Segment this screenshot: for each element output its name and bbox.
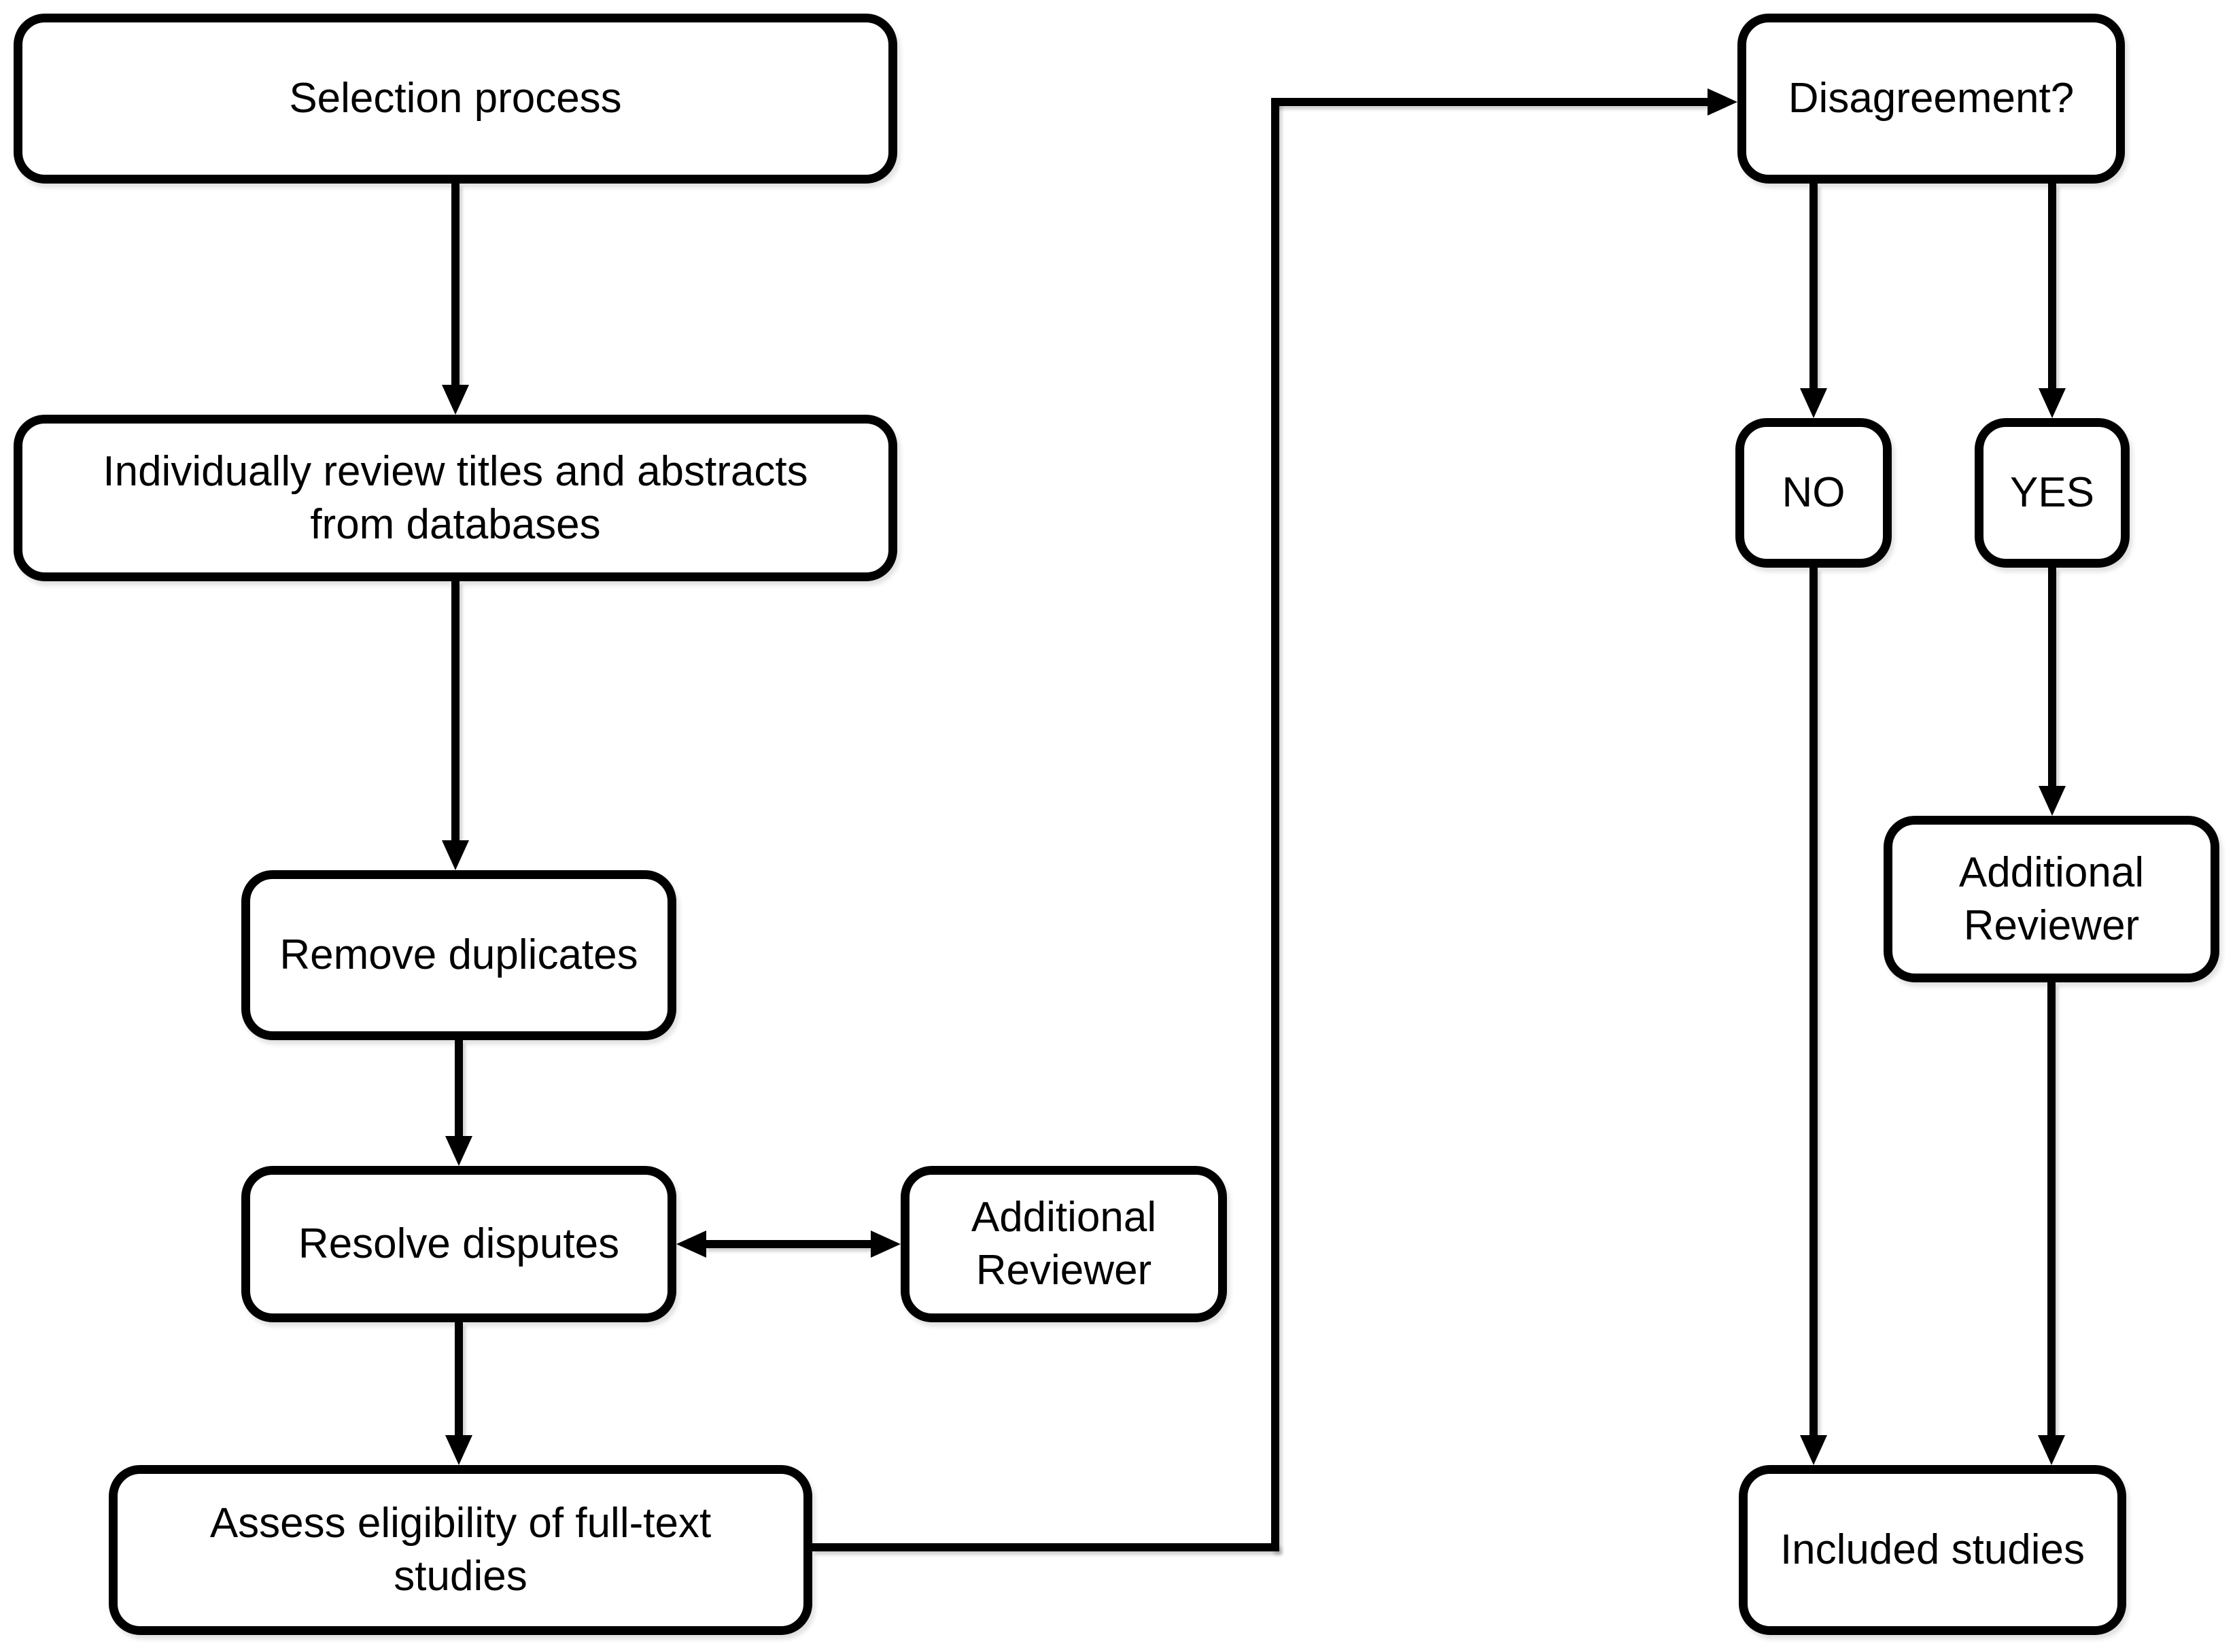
flow-box-no: NO <box>1735 418 1892 568</box>
flow-box-label-line: Reviewer <box>1963 901 2140 949</box>
connector-assess-to-disagreement-horizontal-bottom <box>812 1543 1279 1551</box>
flow-box-label-line: Reviewer <box>975 1247 1152 1294</box>
arrowhead-right-icon <box>1708 88 1737 116</box>
flow-box-review-titles-abstracts: Individually review titles and abstracts… <box>14 415 897 581</box>
arrowhead-left-icon <box>676 1231 706 1258</box>
flow-box-remove-duplicates: Remove duplicates <box>241 870 676 1040</box>
flow-box-label: Included studies <box>1780 1526 2085 1573</box>
flow-box-yes: YES <box>1975 418 2130 568</box>
flow-box-disagreement: Disagreement? <box>1737 14 2125 184</box>
arrowhead-down-icon <box>2039 786 2066 816</box>
flow-box-additional-reviewer-left: Additional Reviewer <box>901 1166 1227 1322</box>
connector-selection-to-review <box>451 184 460 388</box>
flow-box-selection-process: Selection process <box>14 14 897 184</box>
connector-resolve-to-assess <box>455 1322 463 1436</box>
flow-box-additional-reviewer-right: Additional Reviewer <box>1884 816 2219 982</box>
arrowhead-down-icon <box>2038 1435 2065 1465</box>
connector-disagreement-to-no <box>1809 184 1818 390</box>
arrowhead-down-icon <box>1800 1435 1827 1465</box>
connector-disagreement-to-yes <box>2048 184 2056 390</box>
flow-box-label: Resolve disputes <box>298 1220 620 1267</box>
flow-box-label-line: studies <box>394 1553 527 1600</box>
flow-box-resolve-disputes: Resolve disputes <box>241 1166 676 1322</box>
arrowhead-right-icon <box>871 1231 901 1258</box>
flow-box-label-line: Additional <box>1958 848 2145 896</box>
connector-assess-to-disagreement-horizontal-top <box>1271 98 1709 106</box>
arrowhead-down-icon <box>1800 388 1827 418</box>
connector-review-to-remove <box>451 581 460 842</box>
flow-box-included-studies: Included studies <box>1739 1465 2126 1635</box>
flow-box-label: Selection process <box>289 75 622 122</box>
arrowhead-down-icon <box>445 1435 472 1465</box>
flow-box-label: Disagreement? <box>1788 75 2075 122</box>
flow-box-label: YES <box>2009 469 2095 516</box>
connector-additional-reviewer-to-included <box>2047 982 2056 1436</box>
flow-box-label-line: Additional <box>971 1194 1157 1241</box>
arrowhead-down-icon <box>442 385 469 415</box>
connector-remove-to-resolve <box>455 1040 463 1137</box>
connector-yes-to-additional-reviewer <box>2048 568 2056 787</box>
flow-box-assess-eligibility: Assess eligibility of full-text studies <box>109 1465 812 1635</box>
arrowhead-down-icon <box>445 1136 472 1166</box>
connector-no-to-included <box>1809 568 1818 1436</box>
connector-assess-to-disagreement-vertical <box>1271 98 1279 1551</box>
flow-box-label-line: Individually review titles and abstracts <box>103 447 808 495</box>
flow-box-label-line: Assess eligibility of full-text <box>209 1500 712 1547</box>
flow-box-label: Remove duplicates <box>279 931 638 978</box>
flow-box-label: NO <box>1782 469 1846 516</box>
flow-box-label-line: from databases <box>310 500 601 548</box>
arrowhead-down-icon <box>442 840 469 870</box>
connector-resolve-to-additional-reviewer <box>704 1240 872 1248</box>
arrowhead-down-icon <box>2039 388 2066 418</box>
